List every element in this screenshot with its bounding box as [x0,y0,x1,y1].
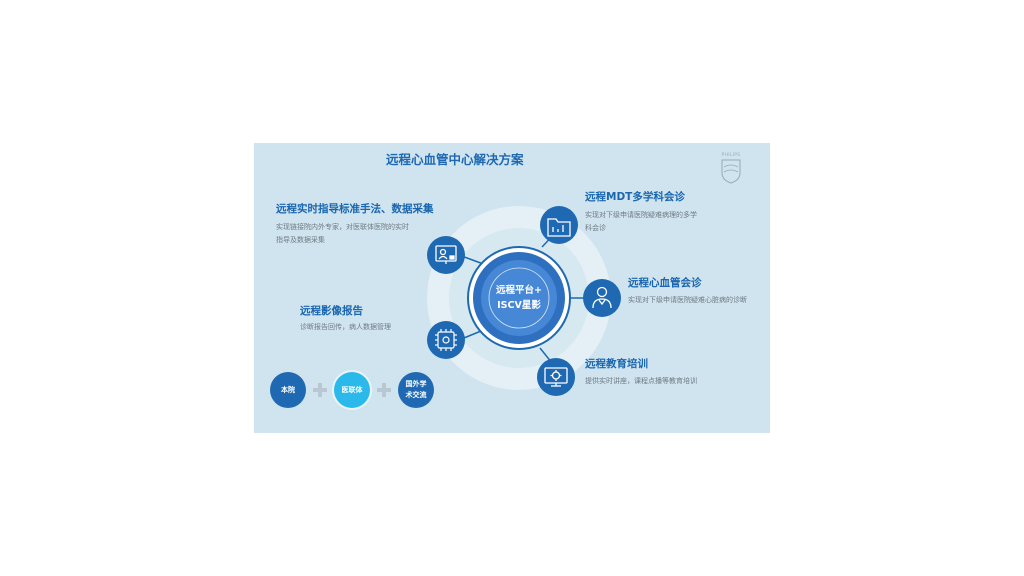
doctor-icon [592,286,612,309]
desc-imaging-report: 诊断报告回传，病人数据管理 [300,323,391,331]
chip-icon [435,329,457,351]
heading-imaging-report: 远程影像报告 [300,305,363,317]
page-title: 远程心血管中心解决方案 [386,152,524,167]
philips-logo: PHILIPS [718,153,744,185]
node-left-bottom [427,321,465,359]
plus-icon [377,383,391,397]
desc-mdt-consult: 实现对下级申请医院疑难病理的多学 科会诊 [585,211,697,232]
heading-realtime-guidance: 远程实时指导标准手法、数据采集 [276,203,434,215]
monitor-gear-icon [544,367,568,387]
node-left-top [427,236,465,274]
bubble-medical-alliance: 医联体 [334,372,370,408]
desc-realtime-guidance: 实现链接院内外专家，对医联体医院的实时 指导及数据采集 [276,223,409,244]
desc-education: 提供实时讲座，课程点播等教育培训 [585,377,697,385]
bubble-own-hospital: 本院 [270,372,306,408]
hub-diagram [427,206,621,396]
desc-cardio-consult: 实现对下级申请医院疑难心脏病的诊断 [628,296,747,304]
plus-icon [313,383,327,397]
heading-education: 远程教育培训 [585,358,648,370]
folder-chart-icon [547,218,571,237]
monitor-person-icon [435,245,457,264]
slide: 远程心血管中心解决方案 PHILIPS 远程实时指导标准手法、数据采集 实现链接… [254,143,770,433]
node-right-top [540,206,578,244]
center-label: 远程平台+ ISCV星影 [496,285,542,311]
node-right-middle [583,279,621,317]
center-core [481,260,557,336]
heading-mdt-consult: 远程MDT多学科会诊 [585,191,685,203]
bubble-international-exchange: 国外学 术交流 [398,372,434,408]
heading-cardio-consult: 远程心血管会诊 [628,277,702,289]
node-right-bottom [537,358,575,396]
